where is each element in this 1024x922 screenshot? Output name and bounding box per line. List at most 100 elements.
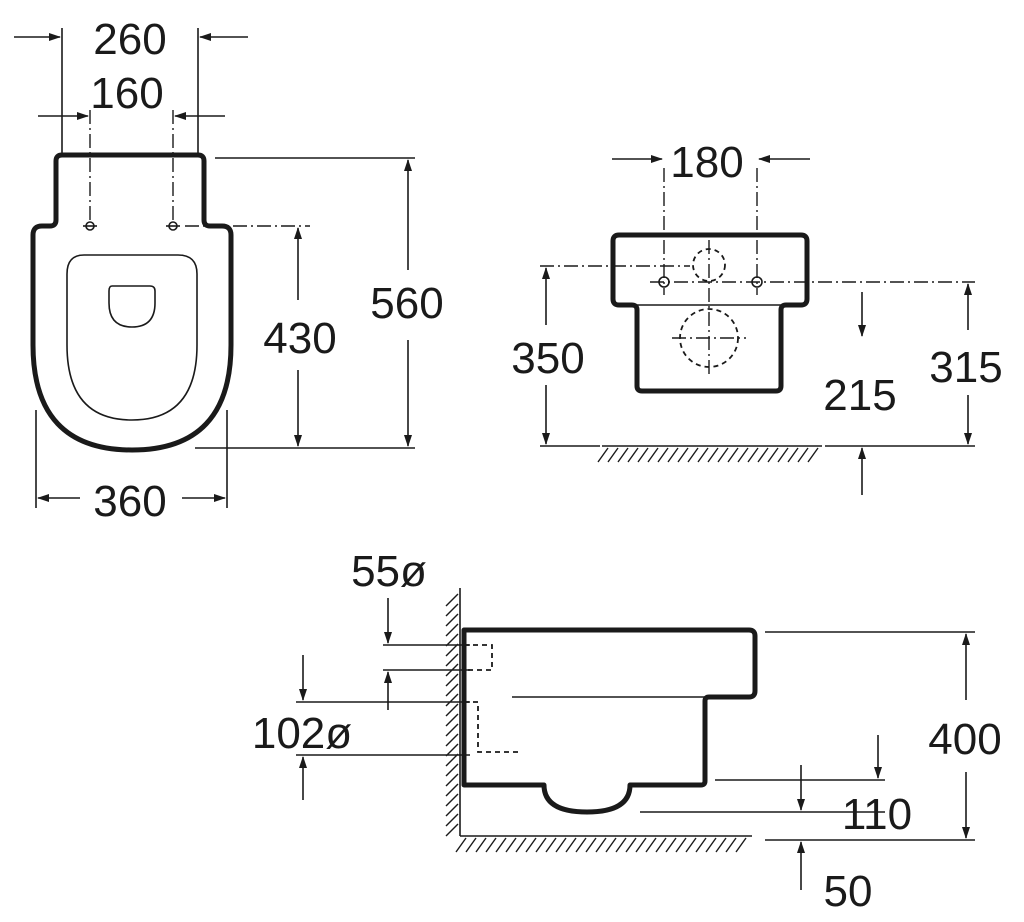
- inlet-hidden: [464, 644, 493, 671]
- hatch-line: [445, 603, 459, 617]
- top-fixing-spacing-label: 160: [90, 69, 163, 118]
- hatch-line: [465, 837, 477, 853]
- top-overall-width-label: 260: [93, 15, 166, 64]
- hatch-line: [737, 447, 749, 463]
- hatch-line: [525, 837, 537, 853]
- hatch-line: [445, 633, 459, 647]
- hatch-line: [445, 683, 459, 697]
- hatch-line: [685, 837, 697, 853]
- hatch-line: [505, 837, 517, 853]
- hatch-line: [665, 837, 677, 853]
- hatch-line: [605, 837, 617, 853]
- hatch-line: [445, 723, 459, 737]
- toilet-top-outline: [30, 152, 234, 453]
- bowl-opening: [66, 254, 198, 421]
- hatch-line: [475, 837, 487, 853]
- top-overall-length-label: 560: [370, 279, 443, 328]
- hatch-line: [705, 837, 717, 853]
- hatch-line: [655, 837, 667, 853]
- hatch-line: [757, 447, 769, 463]
- hatch-line: [445, 653, 459, 667]
- hatch-line: [445, 763, 459, 777]
- hatch-line: [445, 793, 459, 807]
- hatch-line: [455, 837, 467, 853]
- side-overall-height-label: 400: [928, 715, 1001, 764]
- hatch-line: [575, 837, 587, 853]
- hatch-line: [585, 837, 597, 853]
- hatch-line: [675, 837, 687, 853]
- hatch-line: [635, 837, 647, 853]
- hatch-line: [485, 837, 497, 853]
- top-view: 260 160 430 560 360: [14, 15, 444, 526]
- floor-hatch: [597, 445, 822, 463]
- hatch-line: [807, 447, 819, 463]
- wall-hatch: [445, 588, 461, 837]
- hatch-line: [725, 837, 737, 853]
- hatch-line: [667, 447, 679, 463]
- hatch-line: [445, 733, 459, 747]
- side-inlet-diameter-label: 55ø: [351, 547, 427, 596]
- front-fixing-height-label: 350: [511, 334, 584, 383]
- hatch-line: [597, 447, 609, 463]
- top-bowl-width-label: 360: [93, 477, 166, 526]
- fixing-hole-left: [83, 221, 97, 231]
- hatch-line: [445, 743, 459, 757]
- hatch-line: [697, 447, 709, 463]
- fixing-hole-right: [166, 221, 180, 231]
- hatch-line: [445, 643, 459, 657]
- hatch-line: [677, 447, 689, 463]
- hatch-line: [735, 837, 747, 853]
- hatch-line: [445, 673, 459, 687]
- toilet-side-outline: [461, 627, 758, 815]
- side-floor-clearance-label: 50: [824, 867, 873, 916]
- hatch-line: [445, 823, 459, 837]
- hatch-line: [797, 447, 809, 463]
- hatch-line: [445, 613, 459, 627]
- hatch-line: [595, 837, 607, 853]
- hatch-line: [445, 773, 459, 787]
- hatch-line: [555, 837, 567, 853]
- hatch-line: [565, 837, 577, 853]
- hatch-line: [617, 447, 629, 463]
- front-view: 180 350 215 315: [511, 138, 1003, 495]
- hatch-line: [787, 447, 799, 463]
- front-fixing-spacing-label: 180: [670, 138, 743, 187]
- hatch-line: [777, 447, 789, 463]
- front-rim-height-label: 315: [929, 343, 1002, 392]
- side-view: 55ø 102ø 400 110 50: [252, 547, 1002, 916]
- hatch-line: [717, 447, 729, 463]
- hatch-line: [615, 837, 627, 853]
- hatch-line: [445, 753, 459, 767]
- hatch-line: [445, 813, 459, 827]
- hatch-line: [707, 447, 719, 463]
- outlet-hidden: [464, 701, 520, 753]
- front-outlet-height-label: 215: [823, 371, 896, 420]
- hatch-line: [495, 837, 507, 853]
- flush-inlet-outline: [108, 285, 156, 328]
- hatch-line: [687, 447, 699, 463]
- hatch-line: [645, 837, 657, 853]
- hatch-line: [515, 837, 527, 853]
- hatch-line: [715, 837, 727, 853]
- top-pan-depth-label: 430: [263, 314, 336, 363]
- side-outlet-diameter-label: 102ø: [252, 709, 352, 758]
- hatch-line: [445, 803, 459, 817]
- hatch-line: [445, 703, 459, 717]
- hatch-line: [647, 447, 659, 463]
- toilet-front-outline: [610, 232, 810, 394]
- hatch-line: [445, 623, 459, 637]
- hatch-line: [767, 447, 779, 463]
- hatch-line: [637, 447, 649, 463]
- hatch-line: [535, 837, 547, 853]
- hatch-line: [607, 447, 619, 463]
- hatch-line: [445, 693, 459, 707]
- hatch-line: [445, 783, 459, 797]
- hatch-line: [445, 713, 459, 727]
- side-foot-height-label: 110: [842, 790, 912, 839]
- hatch-line: [727, 447, 739, 463]
- hatch-line: [445, 593, 459, 607]
- hatch-line: [657, 447, 669, 463]
- hatch-line: [695, 837, 707, 853]
- floor-hatch: [455, 835, 752, 853]
